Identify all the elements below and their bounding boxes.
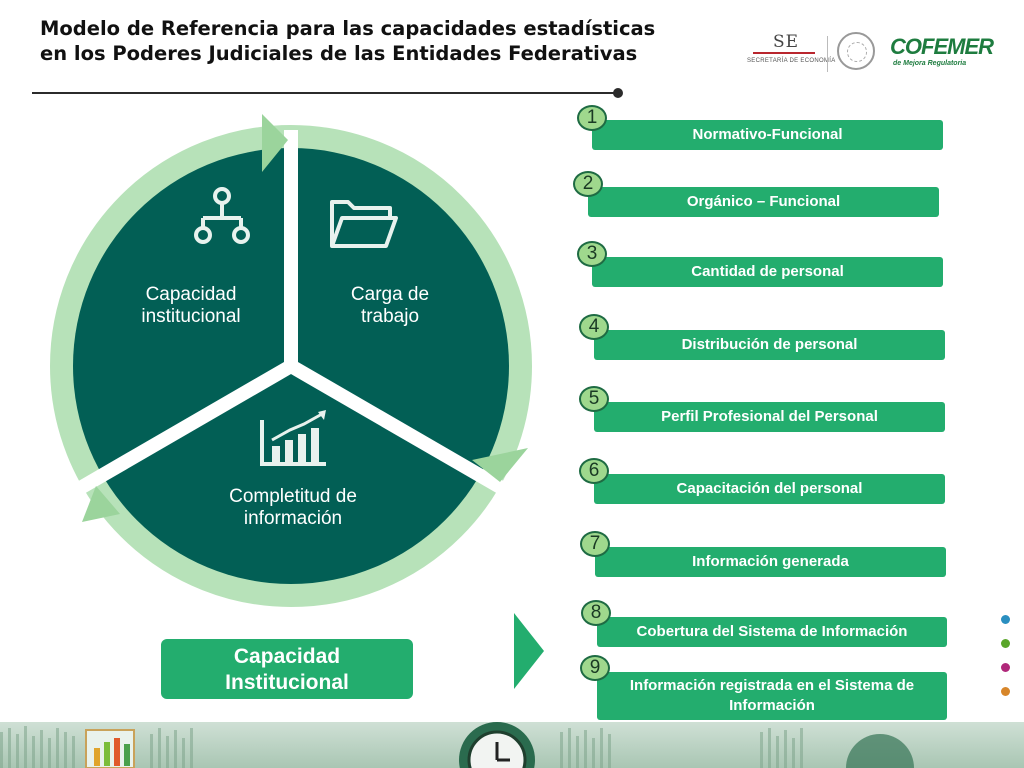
segment-dividers [78, 130, 504, 494]
cycle-arrow-left [82, 486, 120, 522]
folder-icon [330, 200, 398, 248]
segment-label-line: Capacidad [145, 284, 237, 305]
org-chart-icon [194, 187, 250, 244]
segment-label-line: Completitud de [229, 486, 357, 507]
segment-label-completitud: Completitud de información [208, 486, 378, 530]
item-number-badge: 7 [580, 531, 610, 557]
item-label: Capacitación del personal [594, 474, 945, 504]
item-number-badge: 2 [573, 171, 603, 197]
item-label: Información generada [595, 547, 946, 577]
highlight-line: Capacidad [233, 645, 341, 668]
chevron-right-icon [514, 613, 544, 689]
item-label: Normativo-Funcional [592, 120, 943, 150]
cycle-arrow-right [472, 448, 528, 482]
nav-dot[interactable] [1001, 639, 1010, 648]
item-number-badge: 8 [581, 600, 611, 626]
item-label: Información registrada en el Sistema de … [597, 672, 947, 720]
logo-separator [827, 36, 828, 72]
cycle-graphic [50, 114, 532, 607]
item-number-badge: 1 [577, 105, 607, 131]
se-logo: SE [773, 32, 800, 52]
nav-dot[interactable] [1001, 615, 1010, 624]
footer-clock-icon [459, 722, 535, 768]
item-label: Orgánico – Funcional [588, 187, 939, 217]
item-number-badge: 3 [577, 241, 607, 267]
cofemer-logo: COFEMER [890, 34, 994, 59]
item-label: Distribución de personal [594, 330, 945, 360]
cofemer-logo-subtitle: de Mejora Regulatoria [893, 60, 967, 67]
cycle-diagram: Capacidad institucional Carga de trabajo… [40, 110, 540, 615]
slide-title: Modelo de Referencia para las capacidade… [40, 17, 656, 65]
footer-graphic [0, 722, 914, 768]
side-navigation-dots [1001, 615, 1010, 711]
segment-label-capacidad: Capacidad institucional [126, 284, 256, 328]
nav-dot[interactable] [1001, 687, 1010, 696]
footer-chart-icon [85, 729, 135, 768]
title-underline-dot [613, 88, 623, 98]
header-logos: SE SECRETARÍA DE ECONOMÍA COFEMER de Mej… [745, 30, 994, 78]
item-number-badge: 6 [579, 458, 609, 484]
se-logo-subtitle: SECRETARÍA DE ECONOMÍA [747, 58, 836, 64]
segment-label-carga: Carga de trabajo [330, 284, 450, 328]
item-label: Cobertura del Sistema de Información [597, 617, 947, 647]
footer-disc [846, 734, 914, 768]
item-label: Cantidad de personal [592, 257, 943, 287]
segment-label-line: información [243, 508, 343, 529]
capacidad-institucional-box: Capacidad Institucional [161, 639, 413, 699]
item-number-badge: 5 [579, 386, 609, 412]
item-label: Perfil Profesional del Personal [594, 402, 945, 432]
highlight-line: Institucional [225, 671, 349, 694]
footer-decoration [0, 722, 1024, 768]
se-logo-bar [753, 52, 815, 54]
segment-label-line: trabajo [360, 306, 420, 327]
nav-dot[interactable] [1001, 663, 1010, 672]
item-number-badge: 4 [579, 314, 609, 340]
segment-label-line: institucional [141, 306, 241, 327]
cycle-arrow-top [262, 114, 288, 172]
bar-chart-icon [260, 410, 326, 466]
national-seal-icon [837, 32, 875, 70]
title-underline [32, 92, 618, 94]
item-number-badge: 9 [580, 655, 610, 681]
segment-label-line: Carga de [350, 284, 430, 305]
